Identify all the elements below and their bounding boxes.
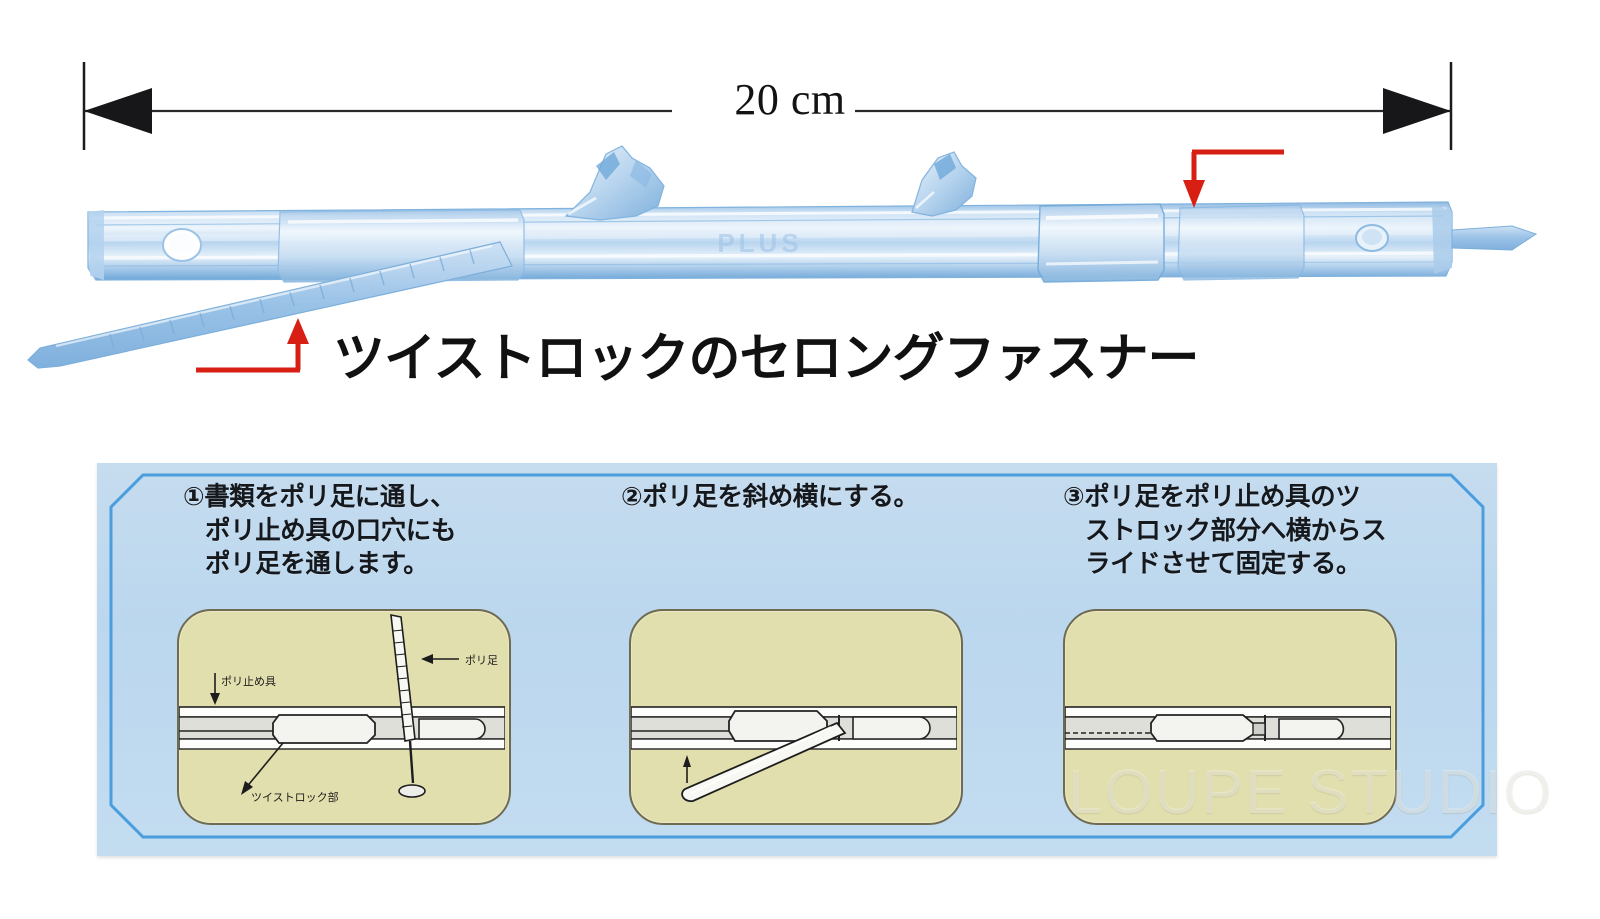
dimension-line: 20 cm	[0, 0, 1600, 200]
fastener-hole-right	[1355, 224, 1389, 252]
red-arrow-down-icon	[1183, 149, 1284, 208]
product-caption: ツイストロックのセロングファスナー	[333, 329, 1199, 389]
step-3-figure	[1063, 609, 1397, 825]
label-poly-leg: ポリ足	[421, 654, 498, 667]
product-photo: PLUS	[0, 130, 1600, 390]
instruction-step-1: ①書類をポリ足に通し、 ポリ止め具の口穴にも ポリ足を通します。	[177, 481, 613, 825]
fastener-hole-left	[162, 228, 202, 262]
twist-lock-tab-1	[564, 145, 665, 221]
arrow-right-icon	[1383, 88, 1451, 134]
step-2-text: ②ポリ足を斜め横にする。	[621, 482, 919, 512]
fastener-illustration: PLUS	[27, 145, 1538, 373]
step-2-up-arrow-icon	[683, 755, 691, 783]
step-1-text: ①書類をポリ足に通し、 ポリ止め具の口穴にも ポリ足を通します。	[183, 482, 457, 580]
fastener-right-tip	[1451, 225, 1538, 251]
step-3-diagram	[1064, 706, 1392, 750]
step-1-figure: ポリ止め具 ポリ足 ツイストロック部	[177, 609, 511, 825]
label-twist-lock: ツイストロック部	[241, 742, 339, 804]
arrow-left-icon	[84, 88, 152, 134]
instruction-step-2: ②ポリ足を斜め横にする。	[621, 481, 1051, 825]
step-3-text: ③ポリ足をポリ止め具のツ ストロック部分へ横からス ライドさせて固定する。	[1063, 482, 1387, 580]
instruction-panel: ①書類をポリ足に通し、 ポリ止め具の口穴にも ポリ足を通します。	[97, 463, 1552, 856]
twist-lock-tab-2	[911, 151, 977, 217]
fastener-slider-collar	[1037, 203, 1165, 283]
dimension-line-svg	[82, 62, 1453, 150]
label-twist-lock-text: ツイストロック部	[251, 790, 339, 804]
panel-inner-border	[109, 473, 1485, 839]
label-poly-stopper: ポリ止め具	[210, 673, 276, 705]
instruction-step-3: ③ポリ足をポリ止め具のツ ストロック部分へ横からス ライドさせて固定する。	[1063, 481, 1493, 825]
dimension-label: 20 cm	[734, 75, 846, 124]
fastener-slider-collar-3	[1177, 204, 1305, 281]
fastener-embossed-text: PLUS	[717, 228, 802, 258]
red-arrow-up-icon	[196, 318, 309, 373]
step-2-figure	[629, 609, 963, 825]
label-poly-stopper-text: ポリ止め具	[221, 675, 276, 688]
watermark: LOUPE STUDIO	[1068, 758, 1554, 827]
poly-leg-strap	[27, 241, 513, 369]
step-2-diagram	[630, 706, 958, 803]
step-1-diagram: ポリ止め具 ポリ足 ツイストロック部	[178, 614, 506, 804]
label-poly-leg-text: ポリ足	[465, 654, 498, 667]
